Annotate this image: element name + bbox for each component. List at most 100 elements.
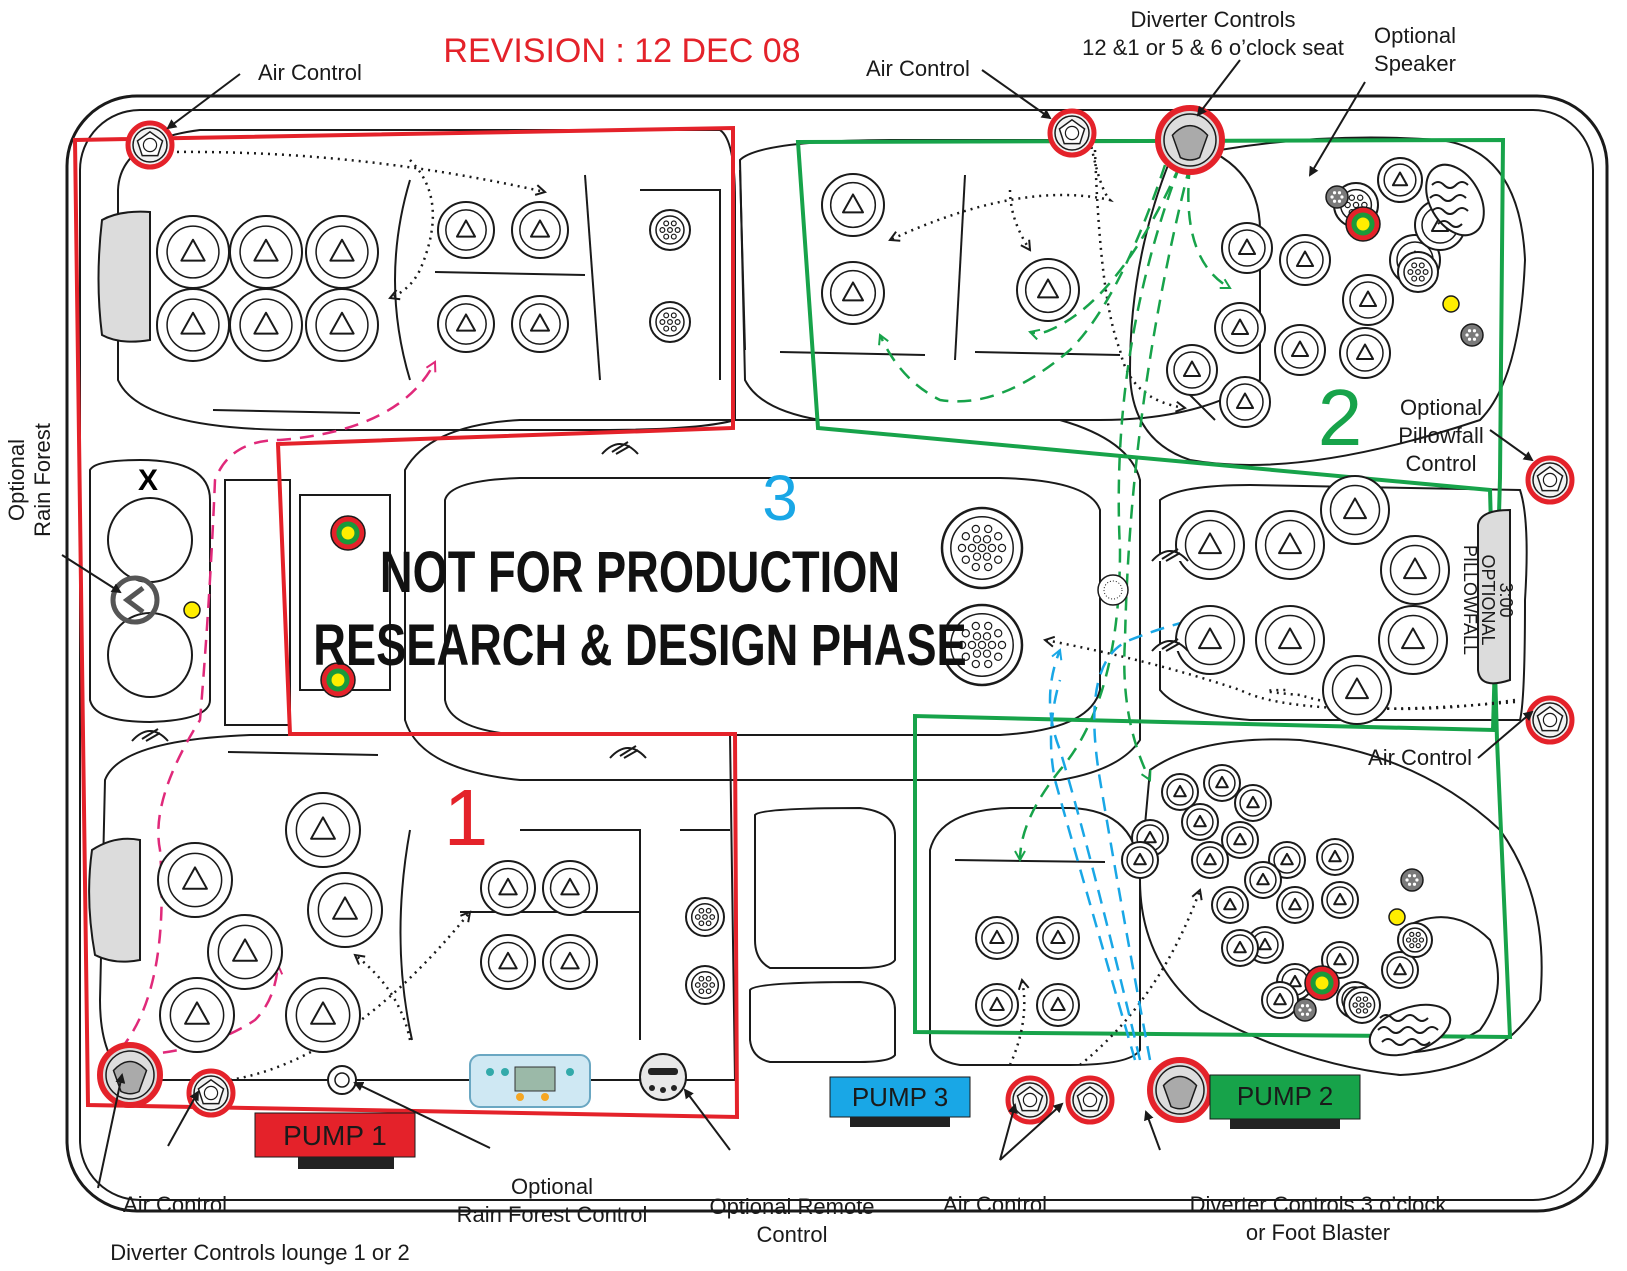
light-icon [183,601,201,619]
jet-icon [1191,841,1229,879]
diverter-control-icon [1155,105,1225,175]
light-icon [1345,206,1381,242]
jet-icon [1181,803,1219,841]
zone-3-number: 3 [762,462,798,534]
cluster-jet-icon [940,603,1024,687]
jet-icon [1261,981,1299,1019]
label-remote-line2: Control [757,1222,828,1247]
jet-icon [1214,302,1266,354]
jet-icon [1211,886,1249,924]
label-air-control-bottom-left: Air Control [123,1192,227,1217]
zone-1-diverter-lines [119,362,435,1057]
cluster-jet-icon [685,965,725,1005]
jet-icon [207,914,283,990]
jet-icon [437,295,495,353]
jet-icon [1203,764,1241,802]
label-optional-speaker-line2: Speaker [1374,51,1456,76]
jet-icon [1255,605,1325,675]
jet-icon [159,977,235,1053]
jet-icon [1322,655,1392,725]
jet-icon [1279,234,1331,286]
jet-icon [305,288,379,362]
jet-icon [285,792,361,868]
label-air-control-top-center: Air Control [866,56,970,81]
jet-icon [542,860,598,916]
jet-icon [229,288,303,362]
label-diverter-3-line1: Diverter Controls 3 o’clock [1190,1192,1448,1217]
jets-layer [156,157,1466,1053]
jet-icon [1166,344,1218,396]
zone-boxes [72,125,1513,1120]
watermark-line-2: RESEARCH & DESIGN PHASE [313,614,966,679]
pump-2-label: PUMP 2 [1237,1081,1333,1111]
label-air-control-right: Air Control [1368,745,1472,770]
pillowfall-line2: OPTIONAL [1478,554,1498,645]
jet-icon [480,860,536,916]
jet-icon [156,288,230,362]
zone-2-number: 2 [1318,373,1363,462]
jet-icon [1316,838,1354,876]
label-remote-line1: Optional Remote [709,1194,874,1219]
air-control-icon [1065,1075,1115,1125]
light-icon [330,515,366,551]
jet-icon [1274,324,1326,376]
drain-caps [131,441,1189,759]
air-control-icon [1525,695,1575,745]
cluster-jet-icon [1343,986,1381,1024]
label-air-control-bottom-center: Air Control [943,1192,1047,1217]
light-icon [320,662,356,698]
jet-icon [1234,784,1272,822]
bench-lines [212,169,1216,1041]
air-lines [169,139,1516,1082]
drain-cap-icon [601,441,639,455]
zone-2-box [795,137,1513,1040]
jet-icon [307,872,383,948]
label-diverter-lounge: Diverter Controls lounge 1 or 2 [110,1240,410,1265]
controls-layer [97,105,1575,1125]
pillowfall-text: 3:00 OPTIONAL PILLOWFALL [1460,545,1516,655]
label-optional-rainforest-line2: Rain Forest [30,423,55,537]
diverter-control-icon [97,1042,163,1108]
jet-icon [1036,916,1080,960]
jet-icon [1016,258,1080,322]
speaker-icon [1460,323,1484,347]
pump-1-label: PUMP 1 [283,1120,387,1151]
jet-icon [1321,881,1359,919]
label-diverter-3-line2: or Foot Blaster [1246,1220,1390,1245]
seat-outlines [89,129,1543,1081]
zone-2-diverter-lines [880,164,1230,860]
pump-3: PUMP 3 [829,1076,971,1127]
pillowfall-line1: 3:00 [1496,582,1516,617]
cluster-jet-icon [685,897,725,937]
zone-1-number: 1 [444,773,489,862]
small-accessories [183,185,1484,1022]
jet-icon [229,215,303,289]
speaker-icon [1325,185,1349,209]
jet-icon [1244,861,1282,899]
pillow-top-left [97,210,151,343]
pump-3-label: PUMP 3 [852,1082,948,1112]
jet-icon [1161,773,1199,811]
jet-icon [1339,327,1391,379]
light-icon [1388,908,1406,926]
jet-icon [1255,510,1325,580]
watermark-line-1: NOT FOR PRODUCTION [380,541,900,606]
label-optional-pillowfall-line1: Optional [1400,395,1482,420]
wave-jets [1368,163,1485,1057]
jet-icon [975,916,1019,960]
rain-forest-valve-icon [110,575,160,625]
label-diverter-top-line1: Diverter Controls [1130,7,1295,32]
control-panel-icon [469,1054,591,1108]
suction-cover-icon [1097,574,1129,606]
cluster-jet-icon [1397,922,1433,958]
pillowfall-line3: PILLOWFALL [1460,545,1480,655]
jet-icon [1377,157,1423,203]
drain-cap-icon [1151,548,1189,562]
jet-icon [437,201,495,259]
label-optional-rainforest-line1: Optional [4,439,29,521]
cluster-jet-icon [940,506,1024,590]
pump-2: PUMP 2 [1209,1074,1361,1129]
air-control-icon [125,120,175,170]
